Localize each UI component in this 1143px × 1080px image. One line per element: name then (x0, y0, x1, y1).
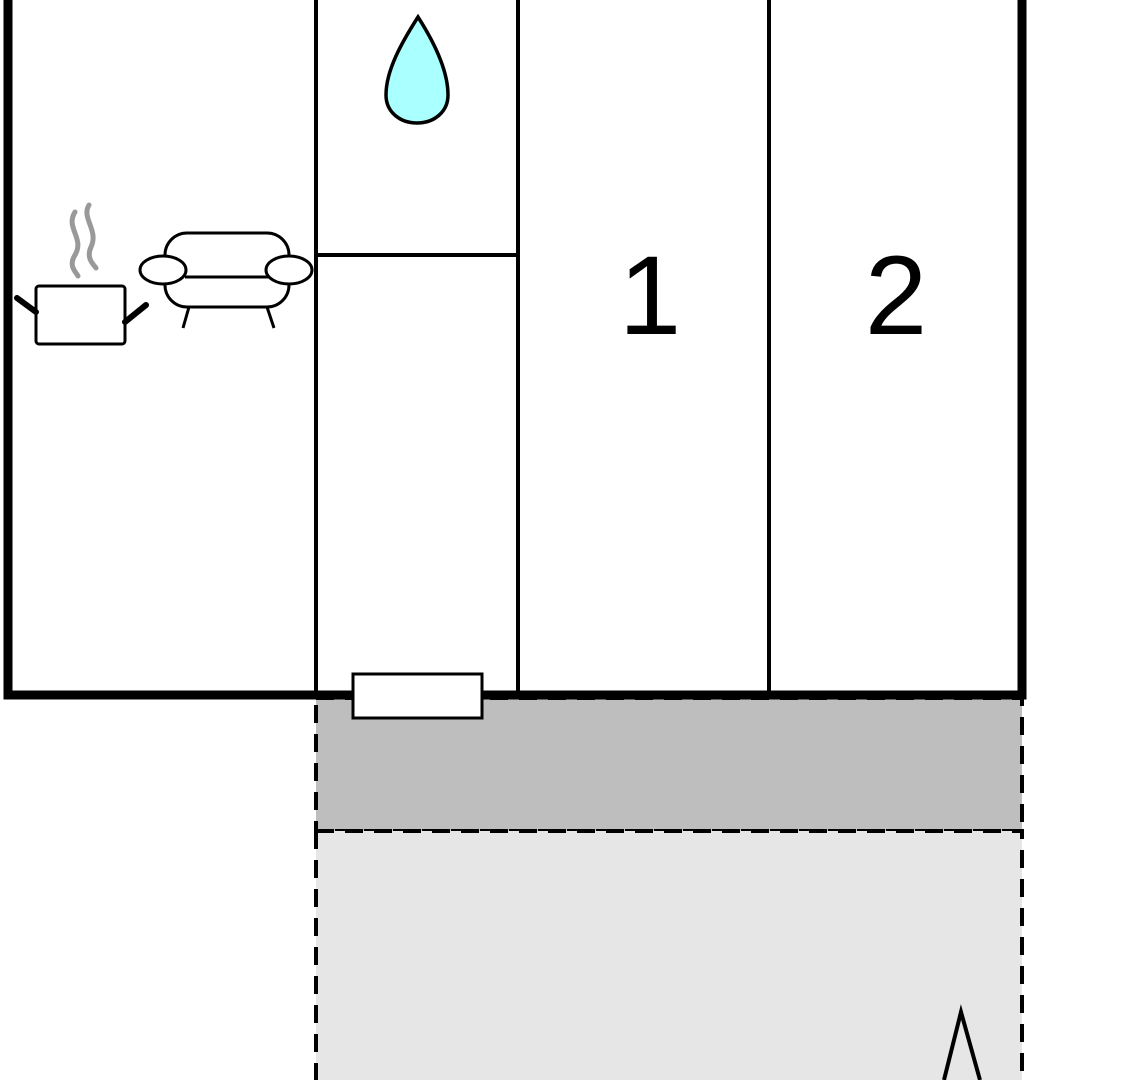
north-arrow-icon (942, 1004, 982, 1080)
door-icon (351, 672, 484, 720)
outer-wall (3, 0, 1027, 700)
walls (3, 0, 1027, 700)
garden-area (314, 829, 1024, 1080)
sofa-icon (138, 231, 314, 329)
terrace-area (314, 696, 1024, 833)
cooking-pot-icon (14, 202, 149, 346)
water-drop-icon (384, 13, 450, 125)
room-number-2: 2 (865, 233, 927, 358)
room-number-1: 1 (619, 233, 681, 358)
outdoor-areas (314, 696, 1024, 1080)
